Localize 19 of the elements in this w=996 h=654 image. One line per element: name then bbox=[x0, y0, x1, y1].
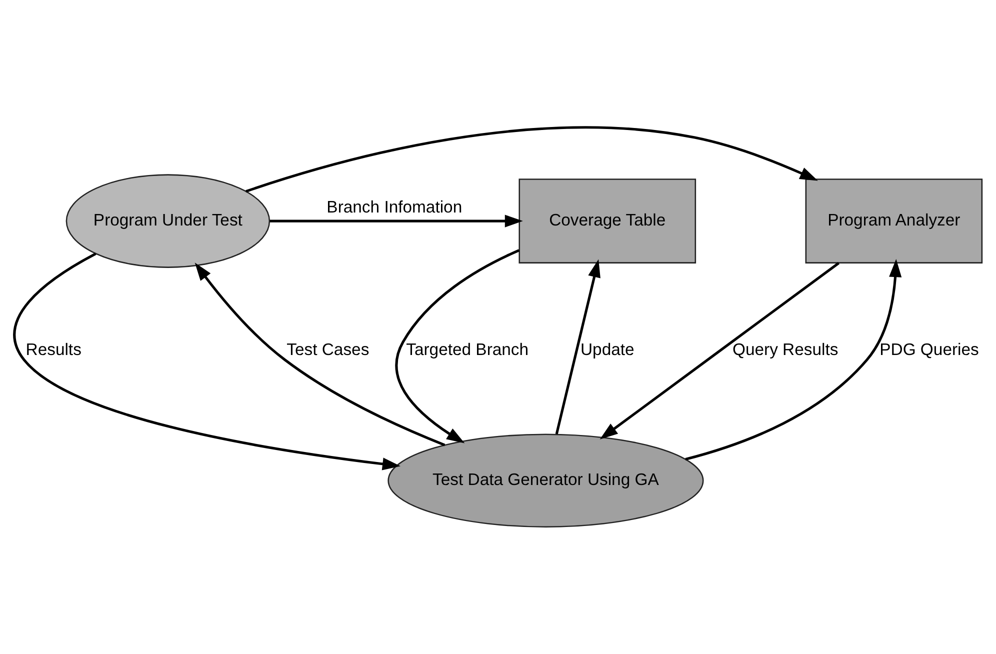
edge-label: Branch Infomation bbox=[326, 198, 462, 217]
edge-label: Update bbox=[580, 340, 634, 360]
node-box: Coverage Table bbox=[518, 178, 696, 264]
arrow bbox=[246, 126, 818, 193]
edge-label: Targeted Branch bbox=[406, 340, 529, 360]
arrow bbox=[270, 214, 523, 228]
node-ellipse: Program Under Test bbox=[66, 174, 270, 268]
arrow bbox=[685, 259, 902, 460]
edge-label: Query Results bbox=[732, 340, 838, 360]
edge-label: PDG Queries bbox=[880, 340, 979, 360]
arrow bbox=[555, 259, 600, 434]
arrow bbox=[194, 262, 446, 446]
arrow bbox=[13, 252, 400, 470]
arrow bbox=[600, 262, 840, 440]
edge-label: Results bbox=[26, 340, 82, 360]
edge-label: Test Cases bbox=[286, 340, 370, 360]
node-box: Program Analyzer bbox=[805, 178, 983, 264]
arrow bbox=[395, 249, 520, 444]
node-ellipse: Test Data Generator Using GA bbox=[388, 434, 704, 528]
